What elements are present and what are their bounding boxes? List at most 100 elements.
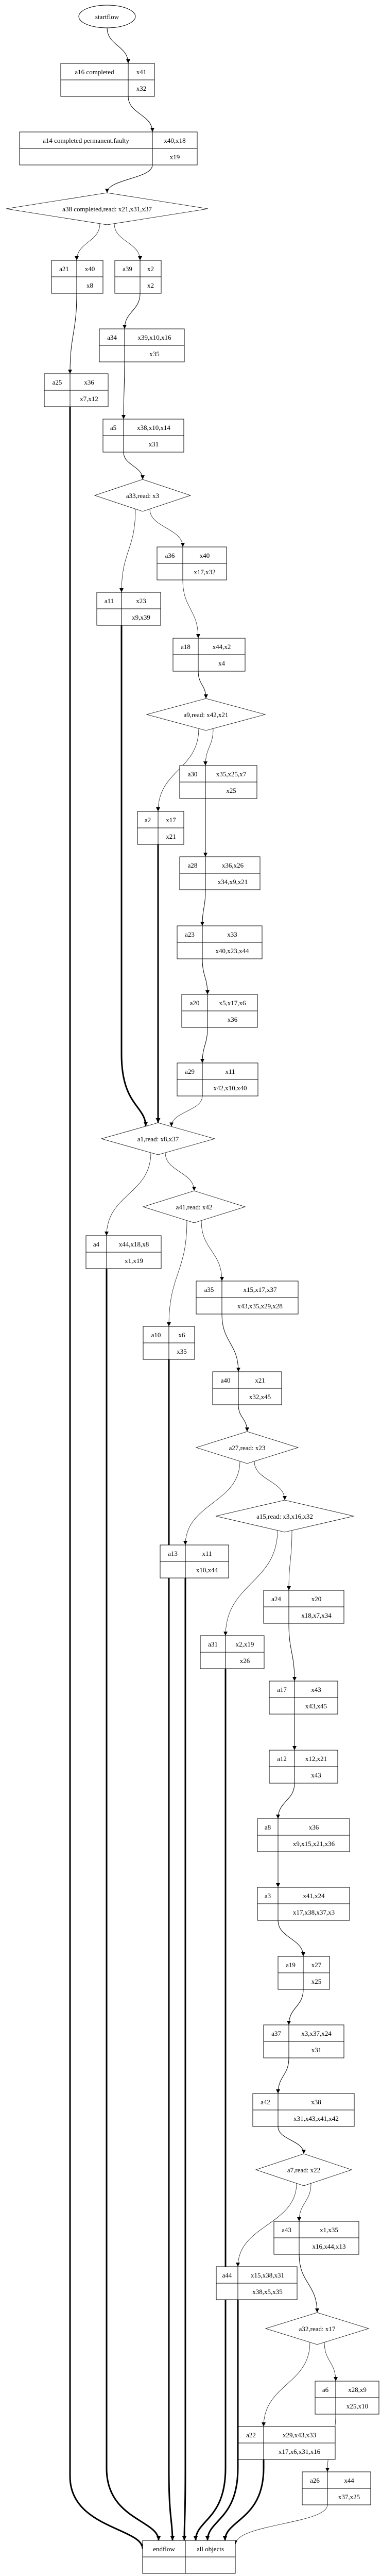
node-a7: a7,read: x22 bbox=[255, 2153, 353, 2186]
read-objects: x23 bbox=[136, 597, 146, 605]
end-node: endflow all objects bbox=[142, 2540, 236, 2574]
node-a32: a32,read: x17 bbox=[265, 2312, 370, 2345]
read-objects: x28,x9 bbox=[348, 2386, 367, 2394]
activity-name: a42 bbox=[261, 2098, 270, 2106]
written-objects: x19 bbox=[170, 153, 180, 161]
written-objects: x38,x5,x35 bbox=[252, 2288, 283, 2296]
read-objects: x27 bbox=[311, 1961, 322, 1969]
start-label: startflow bbox=[95, 13, 119, 21]
written-objects: x10,x44 bbox=[196, 1566, 218, 1574]
read-objects: x29,x43,x33 bbox=[283, 2431, 316, 2439]
edge-a28-to-a23 bbox=[200, 889, 206, 926]
read-objects: x36 bbox=[84, 378, 94, 386]
activity-name: a28 bbox=[188, 861, 198, 869]
read-objects: x41 bbox=[136, 68, 147, 76]
node-a33: a33,read: x3 bbox=[94, 479, 192, 512]
edge-a20-to-a29 bbox=[200, 1027, 208, 1063]
read-objects: x44,x18,x8 bbox=[119, 1240, 149, 1248]
edge-a39-to-a34 bbox=[123, 293, 141, 329]
read-objects: x5,x17,x6 bbox=[219, 999, 247, 1007]
activity-name: a2 bbox=[145, 816, 151, 824]
read-objects: x36,x26 bbox=[222, 861, 244, 869]
edge-a15-to-a24 bbox=[287, 1530, 292, 1591]
decision-label: a38 completed,read: x21,x31,x37 bbox=[62, 205, 152, 213]
decision-diamond bbox=[195, 1431, 299, 1464]
read-objects: x38 bbox=[311, 2098, 321, 2106]
read-objects: x15,x17,x37 bbox=[244, 1286, 278, 1293]
edge-a34-to-a5 bbox=[122, 361, 126, 420]
written-objects: x7,x12 bbox=[80, 395, 98, 403]
activity-name: a5 bbox=[110, 424, 116, 431]
edge-a23-to-a20 bbox=[202, 958, 210, 995]
read-objects: x3,x37,x24 bbox=[301, 2030, 332, 2037]
node-a9: a9,read: x42,x21 bbox=[146, 698, 266, 731]
edge-a4-to-end bbox=[106, 1269, 161, 2541]
edge-a32-to-a22 bbox=[262, 2342, 310, 2427]
activity-name: a14 completed permanent.faulty bbox=[43, 137, 129, 144]
activity-name: a3 bbox=[265, 1892, 271, 1900]
edges-layer bbox=[68, 27, 338, 2549]
edge-a21-to-a25 bbox=[68, 293, 77, 374]
written-objects: x35 bbox=[177, 1348, 187, 1355]
read-objects: x35,x25,x7 bbox=[216, 770, 247, 778]
edge-a13-to-end bbox=[182, 1578, 187, 2541]
activity-name: a19 bbox=[286, 1961, 296, 1969]
edge-a22-to-end bbox=[222, 2459, 265, 2541]
written-objects: x36 bbox=[228, 1016, 238, 1023]
activity-name: a12 bbox=[277, 1755, 287, 1763]
written-objects: x25 bbox=[311, 1977, 322, 1985]
read-objects: x11 bbox=[225, 1068, 235, 1075]
activity-name: a39 bbox=[123, 265, 132, 273]
node-a1: a1,read: x8,x37 bbox=[100, 1122, 216, 1155]
edge-a10-to-end bbox=[168, 1359, 175, 2541]
activity-name: a40 bbox=[221, 1376, 231, 1384]
read-objects: x17 bbox=[166, 816, 176, 824]
activity-name: a17 bbox=[277, 1686, 287, 1693]
edge-a38-to-a39 bbox=[114, 223, 142, 261]
activity-name: a34 bbox=[107, 334, 117, 341]
edge-a29-to-a1 bbox=[169, 1095, 203, 1127]
written-objects: x8 bbox=[86, 281, 93, 289]
read-objects: x39,x10,x16 bbox=[138, 334, 172, 341]
end-objects-label: all objects bbox=[197, 2545, 224, 2553]
read-objects: x44,x2 bbox=[213, 643, 231, 651]
node-a28: a28 x36,x26 x34,x9,x21 bbox=[179, 856, 261, 890]
end-label: endflow bbox=[153, 2545, 175, 2553]
decision-diamond bbox=[94, 479, 192, 512]
read-objects: x2 bbox=[147, 265, 154, 273]
edge-a40-to-a27 bbox=[238, 1404, 249, 1432]
edge-a12-to-a8 bbox=[276, 1783, 295, 1819]
activity-name: a10 bbox=[151, 1331, 161, 1339]
written-objects: x34,x9,x21 bbox=[218, 878, 248, 886]
read-objects: x11 bbox=[202, 1550, 212, 1557]
read-objects: x44 bbox=[344, 2477, 354, 2484]
edge-a15-to-a31 bbox=[223, 1530, 278, 1636]
written-objects: x16,x44,x13 bbox=[313, 2242, 346, 2250]
edge-a32-to-a6 bbox=[324, 2342, 338, 2382]
edge-a3-to-a19 bbox=[278, 1920, 305, 1957]
activity-name: a16 completed bbox=[75, 68, 114, 76]
read-objects: x12,x21 bbox=[305, 1755, 327, 1763]
edge-a41-to-a10 bbox=[167, 1220, 187, 1327]
decision-label: a15,read: x3,x16,x32 bbox=[256, 1513, 313, 1520]
edge-a19-to-a37 bbox=[287, 1989, 304, 2025]
